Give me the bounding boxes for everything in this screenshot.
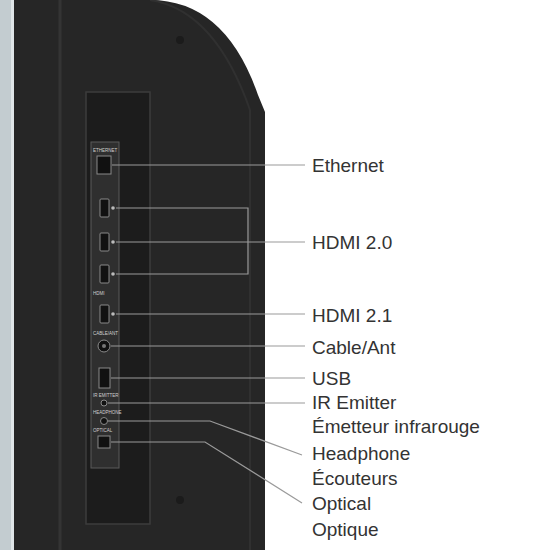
panel-marking: ETHERNET	[93, 149, 117, 154]
hdmi-port	[100, 305, 109, 323]
tv-edge-highlight	[11, 0, 14, 550]
tv-front-edge	[0, 0, 14, 550]
bracket	[116, 208, 248, 274]
port-label: Émetteur infrarouge	[312, 417, 480, 436]
body-bevel	[59, 0, 62, 550]
screw	[176, 496, 184, 504]
leader-line	[111, 377, 305, 378]
optical-port	[98, 436, 110, 448]
hdmi-port	[100, 199, 109, 217]
port-label: Cable/Ant	[312, 338, 395, 357]
port-label: Ethernet	[312, 156, 384, 175]
port-label: USB	[312, 369, 351, 388]
coax-port	[98, 340, 110, 352]
leader-line	[116, 241, 305, 242]
port-dot	[111, 272, 115, 276]
port-plate	[91, 142, 119, 468]
port-recess	[86, 92, 150, 524]
port-label: Headphone	[312, 444, 410, 463]
leader-line	[111, 345, 305, 346]
tv-body	[14, 0, 265, 550]
panel-marking: CABLE/ANT	[93, 332, 118, 337]
port-label: HDMI 2.0	[312, 233, 392, 252]
port-dot	[111, 206, 115, 210]
panel-marking: OPTICAL	[93, 429, 112, 434]
leader-line	[108, 421, 302, 455]
leader-lines	[108, 165, 305, 503]
leader-line	[112, 164, 305, 165]
port-label: HDMI 2.1	[312, 306, 392, 325]
ir-jack	[101, 400, 107, 406]
body-bevel	[150, 0, 250, 550]
panel-marking: HDMI	[93, 292, 105, 297]
headphone-jack	[101, 418, 108, 425]
port-label: IR Emitter	[312, 393, 396, 412]
panel-marking: HEADPHONE	[93, 411, 122, 416]
ethernet-port	[97, 156, 111, 174]
port-dot	[111, 312, 115, 316]
leader-line	[116, 313, 305, 314]
screw	[176, 36, 184, 44]
port-label: Écouteurs	[312, 469, 398, 488]
usb-port	[99, 368, 110, 388]
port-label: Optique	[312, 520, 379, 539]
leader-line	[108, 402, 305, 403]
port-dot	[111, 240, 115, 244]
hdmi-port	[100, 265, 109, 283]
hdmi-port	[100, 233, 109, 251]
panel-marking: IR EMITTER	[93, 394, 119, 399]
leader-line	[111, 442, 302, 503]
coax-pin	[102, 344, 106, 348]
port-label: Optical	[312, 494, 371, 513]
